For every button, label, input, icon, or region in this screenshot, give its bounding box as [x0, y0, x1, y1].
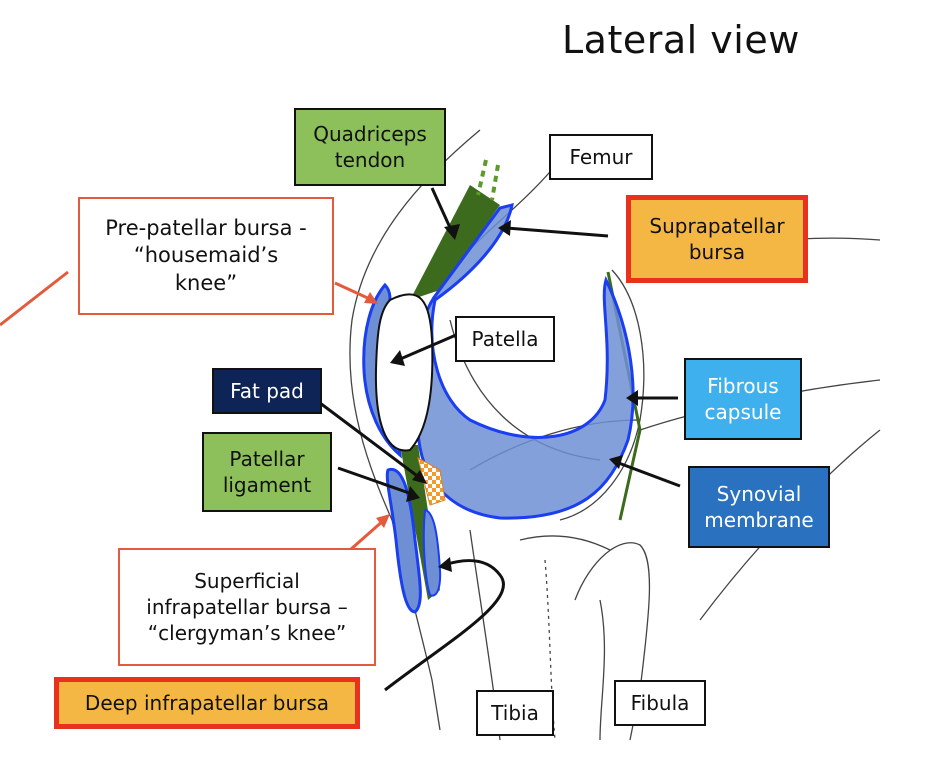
label-superficial-infrapatellar-bursa: Superficial infrapatellar bursa – “clerg…	[118, 548, 376, 666]
deep-infrapatellar-bursa-shape	[422, 508, 442, 597]
label-patellar-ligament: Patellar ligament	[202, 432, 332, 512]
label-suprapatellar-bursa: Suprapatellar bursa	[626, 195, 808, 283]
deep-infrapatellar-pointer	[384, 559, 505, 692]
arrowheads	[390, 220, 638, 572]
fibula-inner	[599, 599, 606, 741]
callout-arrowheads	[364, 292, 390, 528]
pre-patellar-callout	[334, 281, 373, 302]
label-fat-pad: Fat pad	[212, 368, 322, 414]
tibia-plateau	[519, 535, 611, 551]
callout-lines	[0, 270, 385, 552]
offscreen-callout	[0, 270, 69, 327]
pointer-lines	[319, 187, 681, 692]
fat-pad-pointer	[319, 401, 421, 480]
patellar-ligament-arrowhead	[406, 486, 420, 502]
quadriceps-tendon-pointer	[430, 187, 454, 233]
label-femur: Femur	[549, 134, 653, 180]
label-fibula: Fibula	[614, 680, 706, 726]
fat-pad-shape	[417, 457, 446, 506]
patellar-ligament-pointer	[337, 466, 413, 496]
fibula-outline	[574, 542, 651, 741]
suprapatellar-bursa-pointer	[506, 226, 609, 238]
fat-pad-arrowhead	[412, 470, 427, 484]
label-deep-infrapatellar-bursa: Deep infrapatellar bursa	[54, 677, 360, 729]
fibrous-capsule-arrowhead	[626, 390, 638, 406]
diagram-title: Lateral view	[562, 18, 800, 62]
label-pre-patellar-bursa: Pre-patellar bursa - “housemaid’s knee”	[78, 197, 334, 315]
synovial-arrowhead	[609, 455, 623, 469]
patella-arrowhead	[390, 350, 405, 366]
patella-shape	[374, 293, 434, 452]
label-tibia: Tibia	[476, 690, 554, 736]
femur-posterior-outline	[559, 269, 645, 521]
synovial-membrane-pointer	[615, 460, 681, 488]
patella-pointer	[397, 333, 457, 362]
label-quadriceps-tendon: Quadriceps tendon	[294, 108, 446, 186]
quadriceps-arrowhead	[444, 224, 460, 240]
tibia-cortex-dashed	[544, 559, 556, 741]
superficial-infrapatellar-callout	[349, 518, 385, 552]
label-fibrous-capsule: Fibrous capsule	[684, 358, 802, 440]
deep-infrapatellar-arrowhead	[438, 557, 452, 572]
label-patella: Patella	[455, 316, 555, 362]
quadriceps-tendon-shape	[410, 185, 500, 300]
suprapatellar-arrowhead	[498, 220, 511, 236]
tendon-dashes	[476, 159, 500, 201]
label-synovial-membrane: Synovial membrane	[688, 466, 830, 548]
